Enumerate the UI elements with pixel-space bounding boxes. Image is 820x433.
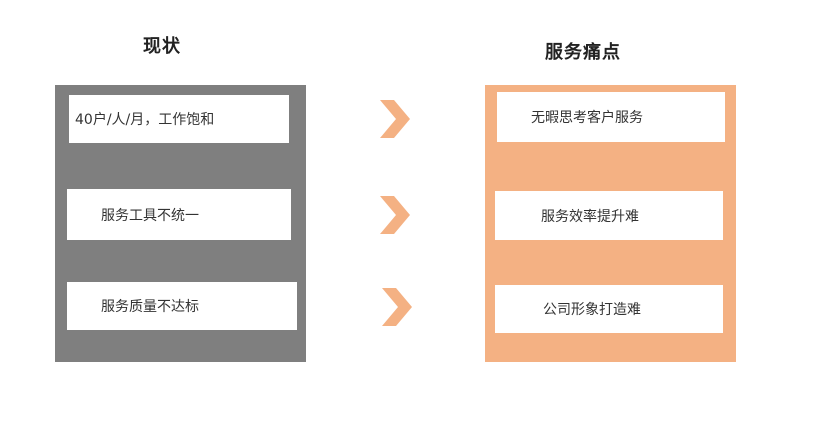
chevron-right-icon: [382, 288, 412, 326]
pain-card-label: 服务效率提升难: [541, 208, 639, 225]
pain-card-no-time: 无暇思考客户服务: [497, 92, 725, 142]
current-status-heading: 现状: [143, 36, 181, 57]
status-card-workload: 40户/人/月，工作饱和: [69, 95, 289, 143]
status-card-label: 服务质量不达标: [101, 299, 199, 315]
chevron-right-icon: [380, 196, 410, 234]
status-card-tools: 服务工具不统一: [67, 189, 291, 240]
pain-card-label: 公司形象打造难: [543, 302, 641, 318]
status-card-quality: 服务质量不达标: [67, 282, 297, 330]
pain-card-efficiency: 服务效率提升难: [495, 191, 723, 240]
pain-card-image: 公司形象打造难: [495, 285, 723, 333]
chevron-right-icon: [380, 100, 410, 138]
status-card-label: 服务工具不统一: [101, 207, 199, 224]
status-card-label: 40户/人/月，工作饱和: [75, 112, 215, 128]
pain-card-label: 无暇思考客户服务: [531, 110, 643, 126]
pain-points-heading: 服务痛点: [545, 42, 621, 63]
